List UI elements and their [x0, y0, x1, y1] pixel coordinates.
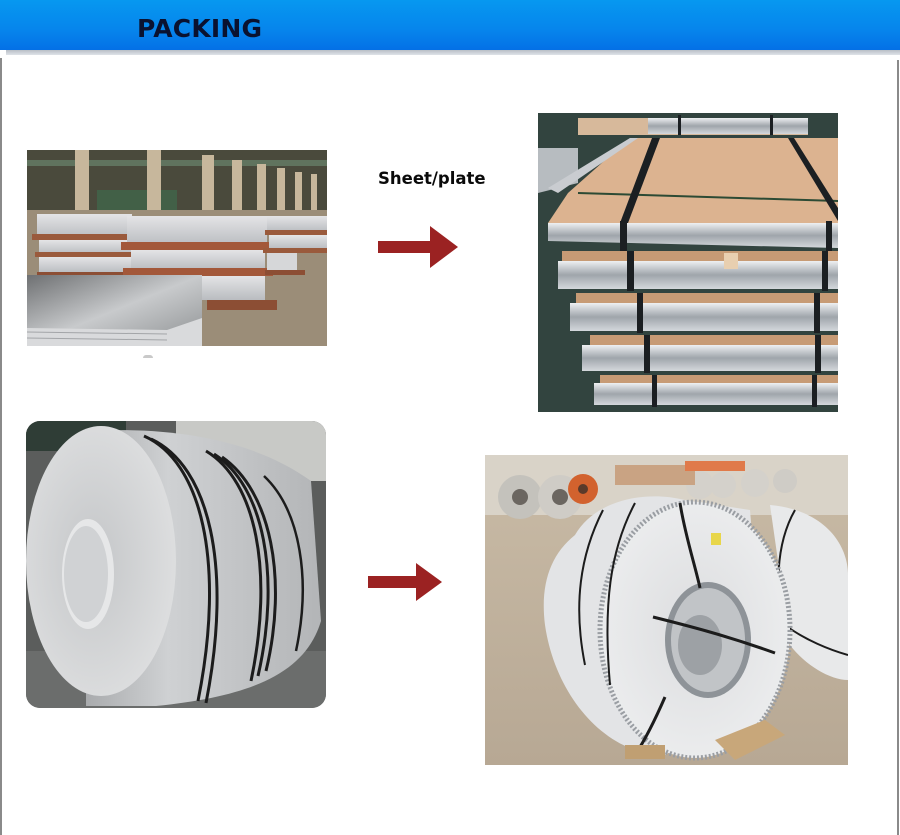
decorative-mark [143, 355, 153, 358]
sheet-packed-photo [538, 113, 838, 412]
frame-border-left [0, 58, 2, 835]
section-header: PACKING [0, 0, 900, 50]
right-arrow-icon [378, 224, 458, 270]
sheet-plate-label: Sheet/plate [378, 169, 486, 188]
sheet-warehouse-photo [27, 150, 327, 346]
header-divider [6, 50, 900, 55]
coil-bare-photo [26, 421, 326, 708]
frame-border-right [897, 60, 899, 835]
section-title: PACKING [137, 14, 263, 43]
coil-packed-photo [485, 455, 848, 765]
right-arrow-icon [368, 562, 442, 602]
